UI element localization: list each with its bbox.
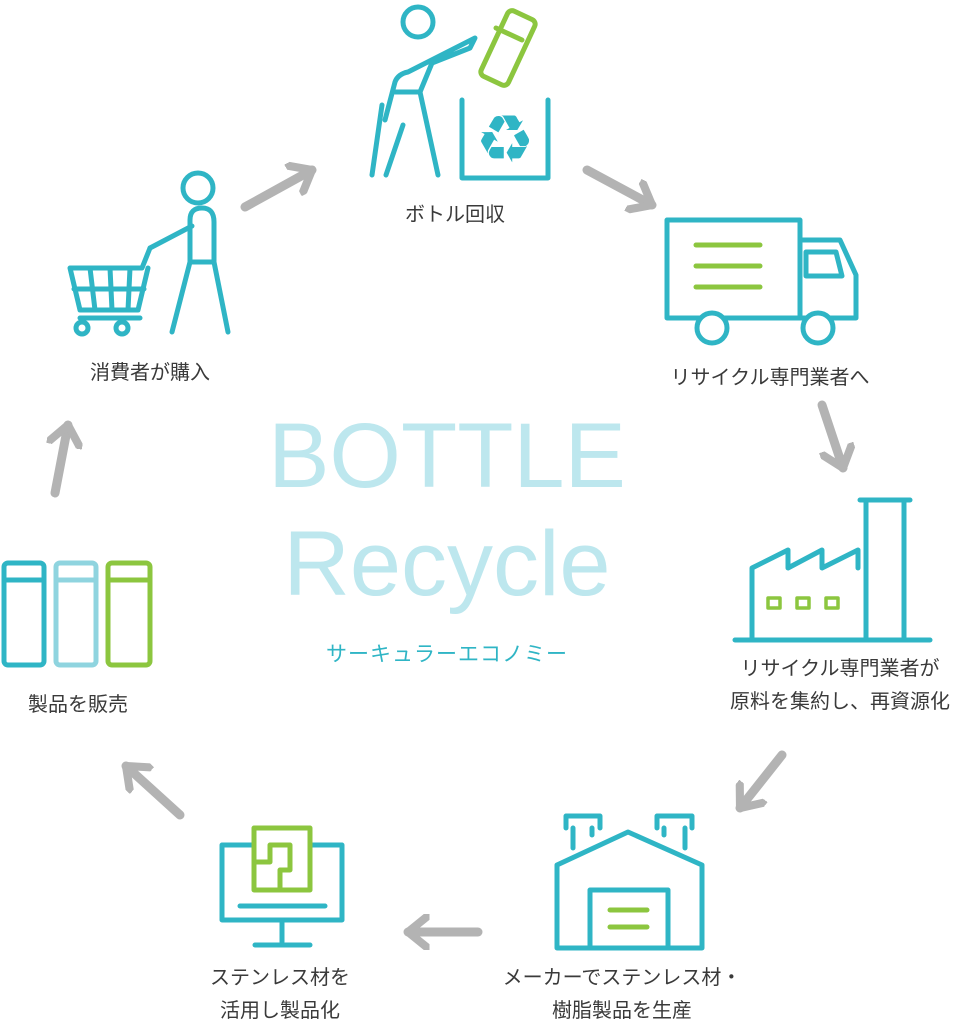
step-4-line-2: 樹脂製品を生産 [552,998,692,1022]
person-throwing-bottle-into-recycle-bin-icon [369,4,551,181]
cycle-arrow-2 [582,165,657,205]
title-line-1: BOTTLE [268,405,626,507]
step-5-line-2: 活用し製品化 [220,998,340,1022]
step-5-line-1: ステンレス材を [210,965,350,989]
step-3-line-2: 原料を集約し、再資源化 [730,689,950,713]
step-7-label: 消費者が購入 [90,360,210,384]
cycle-arrow-6 [121,761,185,820]
cycle-arrow-4 [735,750,787,813]
warehouse-icon [554,813,705,951]
truck-icon [664,217,859,346]
subtitle: サーキュラーエコノミー [326,642,568,666]
step-3-line-1: リサイクル専門業者が [740,656,940,680]
bottle-green [105,560,153,668]
step-5-label: ステンレス材を 活用し製品化 [210,961,350,1024]
cycle-arrow-7 [55,420,68,498]
recycle-symbol-icon: ♻ [475,101,534,178]
cycle-arrow-3 [817,400,843,473]
step-4-label: メーカーでステンレス材・ 樹脂製品を生産 [503,961,742,1024]
monitor-design-icon [219,825,345,948]
step-3-label: リサイクル専門業者が 原料を集約し、再資源化 [730,652,950,718]
step-6-label: 製品を販売 [28,692,128,716]
bottles-icon [1,560,153,668]
title-line-2: Recycle [283,513,611,615]
shopper-with-cart-icon [67,170,231,337]
bottle-teal [1,560,47,668]
bottle-light-teal [53,560,99,668]
cycle-arrow-1 [240,170,317,212]
factory-icon [732,497,933,643]
step-2-label: リサイクル専門業者へ [670,365,870,389]
step-1-label: ボトル回収 [405,202,505,226]
step-4-line-1: メーカーでステンレス材・ [502,965,742,989]
